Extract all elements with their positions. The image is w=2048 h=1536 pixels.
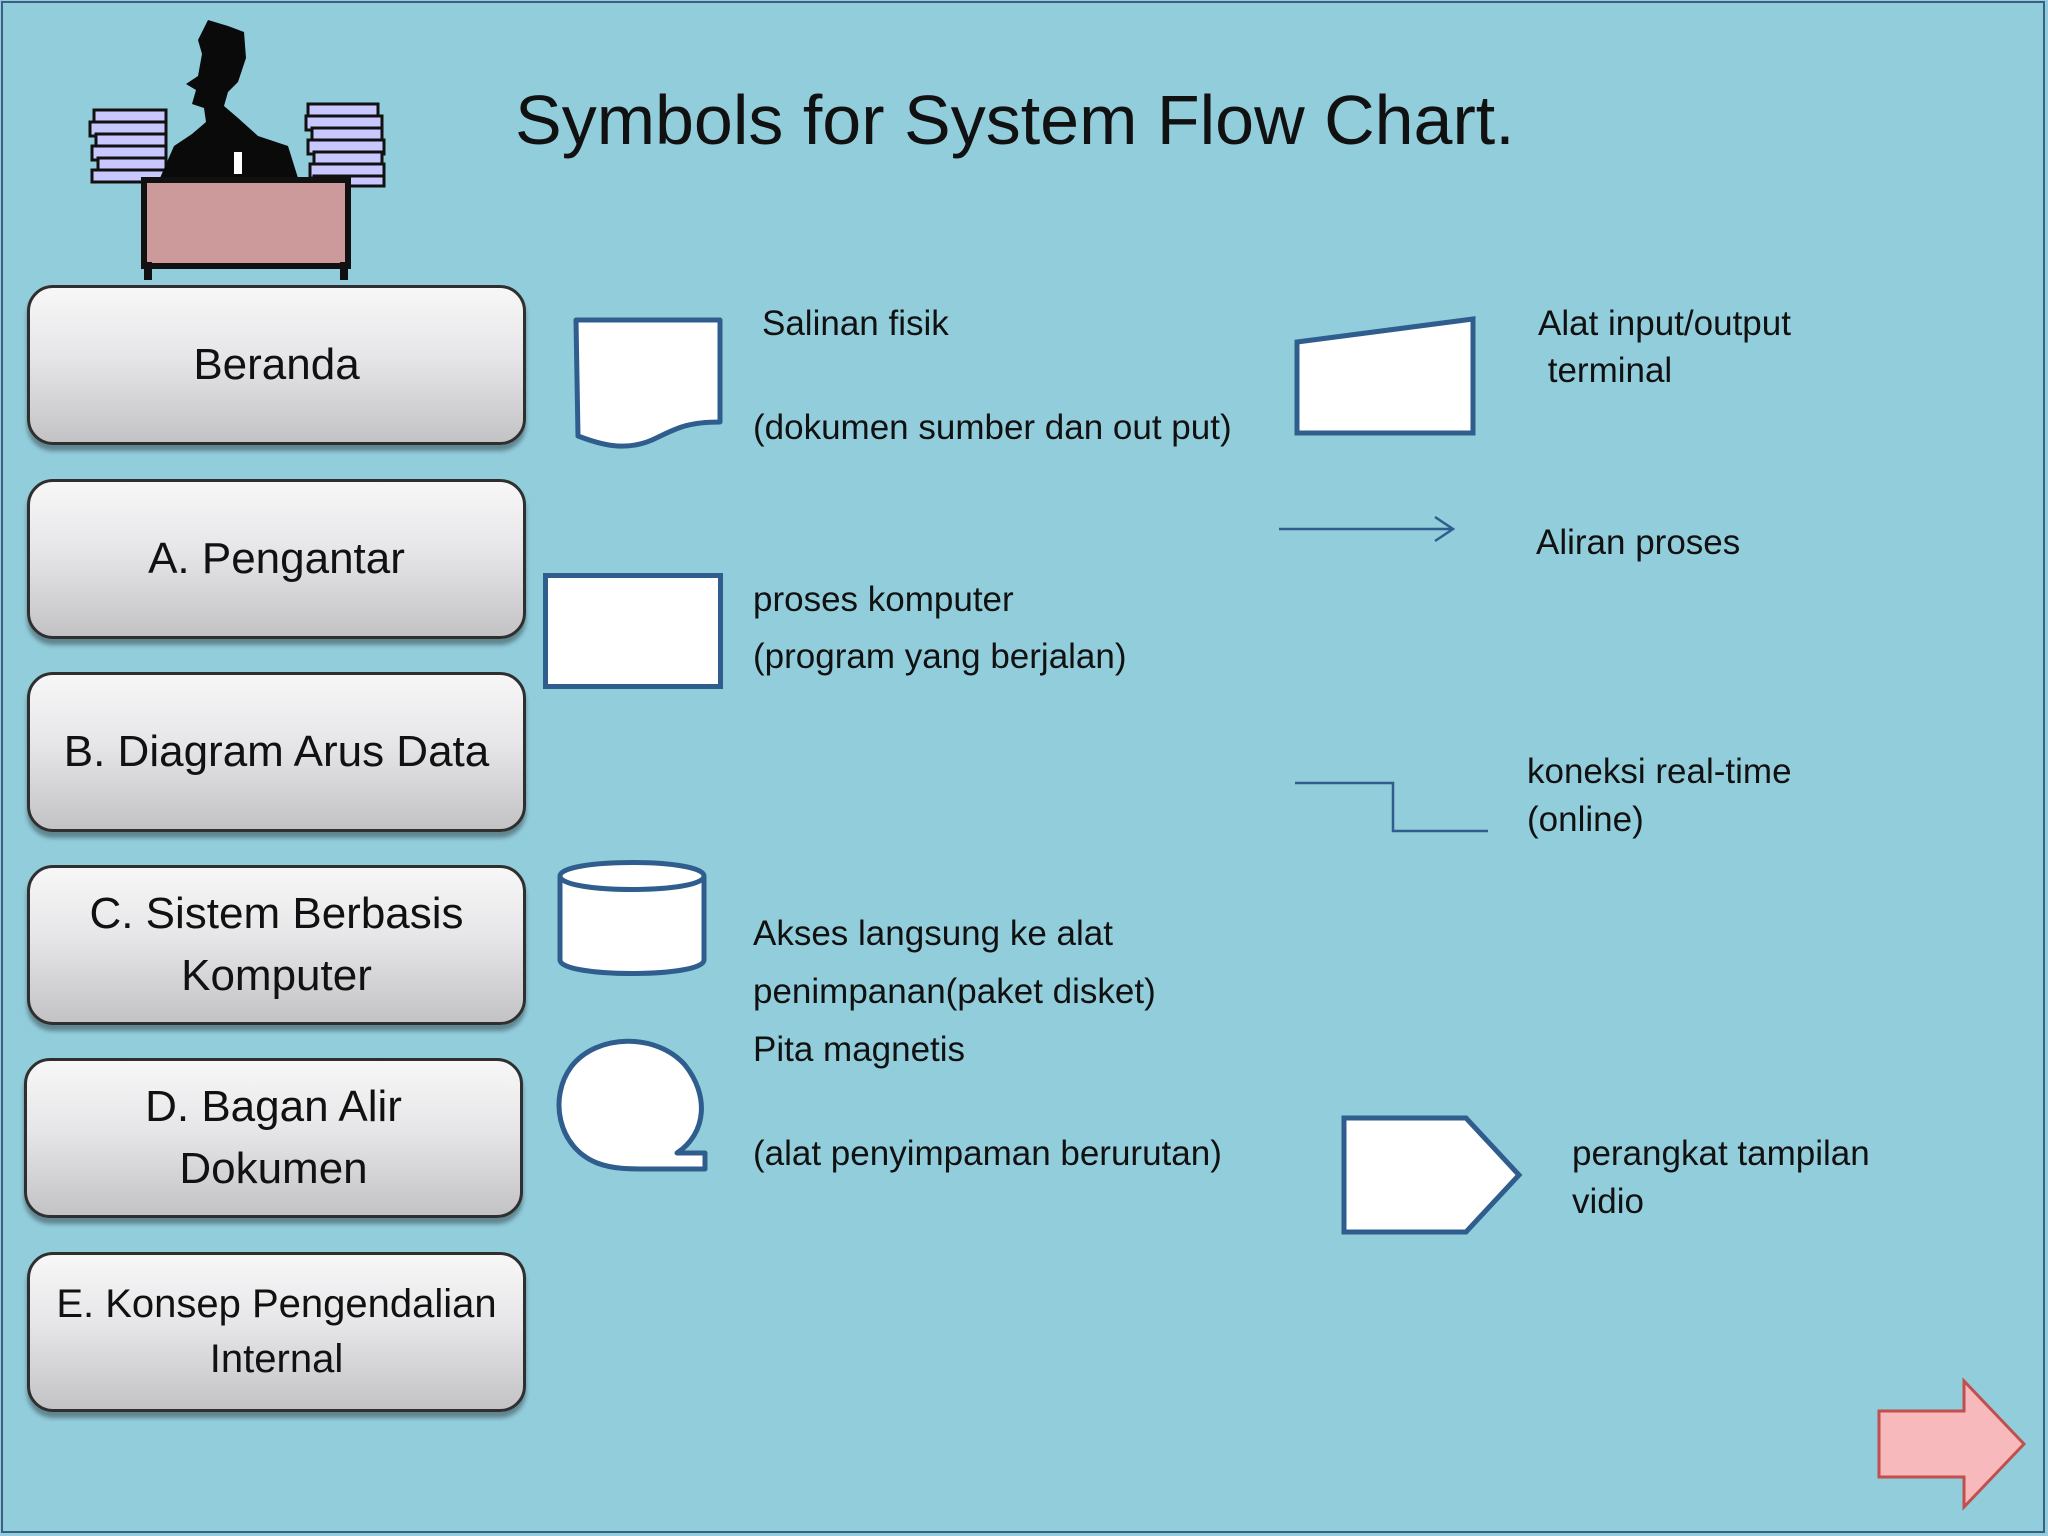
flow-arrow-icon	[1279, 515, 1456, 543]
nav-button-label: Komputer	[181, 951, 372, 1000]
document-symbol-icon	[573, 317, 723, 449]
display-symbol-description: vidio	[1572, 1182, 1644, 1221]
nav-button-beranda[interactable]: Beranda	[27, 285, 526, 445]
process-symbol-description: (program yang berjalan)	[753, 637, 1127, 676]
nav-button-sistem-berbasis-komputer[interactable]: C. Sistem Berbasis Komputer	[27, 865, 526, 1025]
nav-button-label: C. Sistem Berbasis	[89, 889, 464, 938]
nav-button-label: Dokumen	[179, 1144, 368, 1193]
online-connection-line-icon	[1295, 781, 1488, 833]
next-arrow-icon[interactable]	[1876, 1377, 2028, 1511]
process-symbol-title: proses komputer	[753, 580, 1014, 619]
nav-button-label: A. Pengantar	[148, 534, 405, 583]
document-symbol-description: (dokumen sumber dan out put)	[753, 408, 1232, 447]
display-symbol-title: perangkat tampilan	[1572, 1134, 1870, 1173]
magnetic-tape-symbol-icon	[556, 1038, 708, 1172]
nav-button-label: Beranda	[193, 340, 360, 389]
nav-button-label: D. Bagan Alir	[145, 1082, 402, 1131]
nav-button-label: B. Diagram Arus Data	[63, 727, 490, 776]
disk-symbol-title: Akses langsung ke alat	[753, 914, 1113, 953]
process-symbol-icon	[543, 573, 723, 689]
nav-button-pengantar[interactable]: A. Pengantar	[27, 479, 526, 639]
terminal-symbol-description: terminal	[1538, 351, 1673, 390]
nav-button-label: Internal	[209, 1337, 344, 1381]
online-symbol-description: (online)	[1527, 800, 1644, 839]
flow-symbol-title: Aliran proses	[1536, 523, 1741, 562]
disk-symbol-description: penimpanan(paket disket)	[753, 972, 1156, 1011]
online-symbol-title: koneksi real-time	[1527, 752, 1792, 791]
video-display-symbol-icon	[1341, 1115, 1523, 1235]
office-worker-at-desk-icon	[88, 20, 386, 280]
tape-symbol-description: (alat penyimpaman berurutan)	[753, 1134, 1222, 1173]
document-symbol-title: Salinan fisik	[762, 304, 949, 343]
tape-symbol-title: Pita magnetis	[753, 1030, 966, 1069]
nav-button-konsep-pengendalian-internal[interactable]: E. Konsep Pengendalian Internal	[27, 1252, 526, 1412]
disk-storage-symbol-icon	[557, 860, 707, 976]
manual-input-terminal-symbol-icon	[1294, 316, 1476, 436]
nav-button-bagan-alir-dokumen[interactable]: D. Bagan Alir Dokumen	[24, 1058, 523, 1218]
page-title: Symbols for System Flow Chart.	[515, 81, 1515, 159]
nav-button-label: E. Konsep Pengendalian	[56, 1282, 497, 1326]
nav-button-diagram-arus-data[interactable]: B. Diagram Arus Data	[27, 672, 526, 832]
terminal-symbol-title: Alat input/output	[1538, 304, 1791, 343]
